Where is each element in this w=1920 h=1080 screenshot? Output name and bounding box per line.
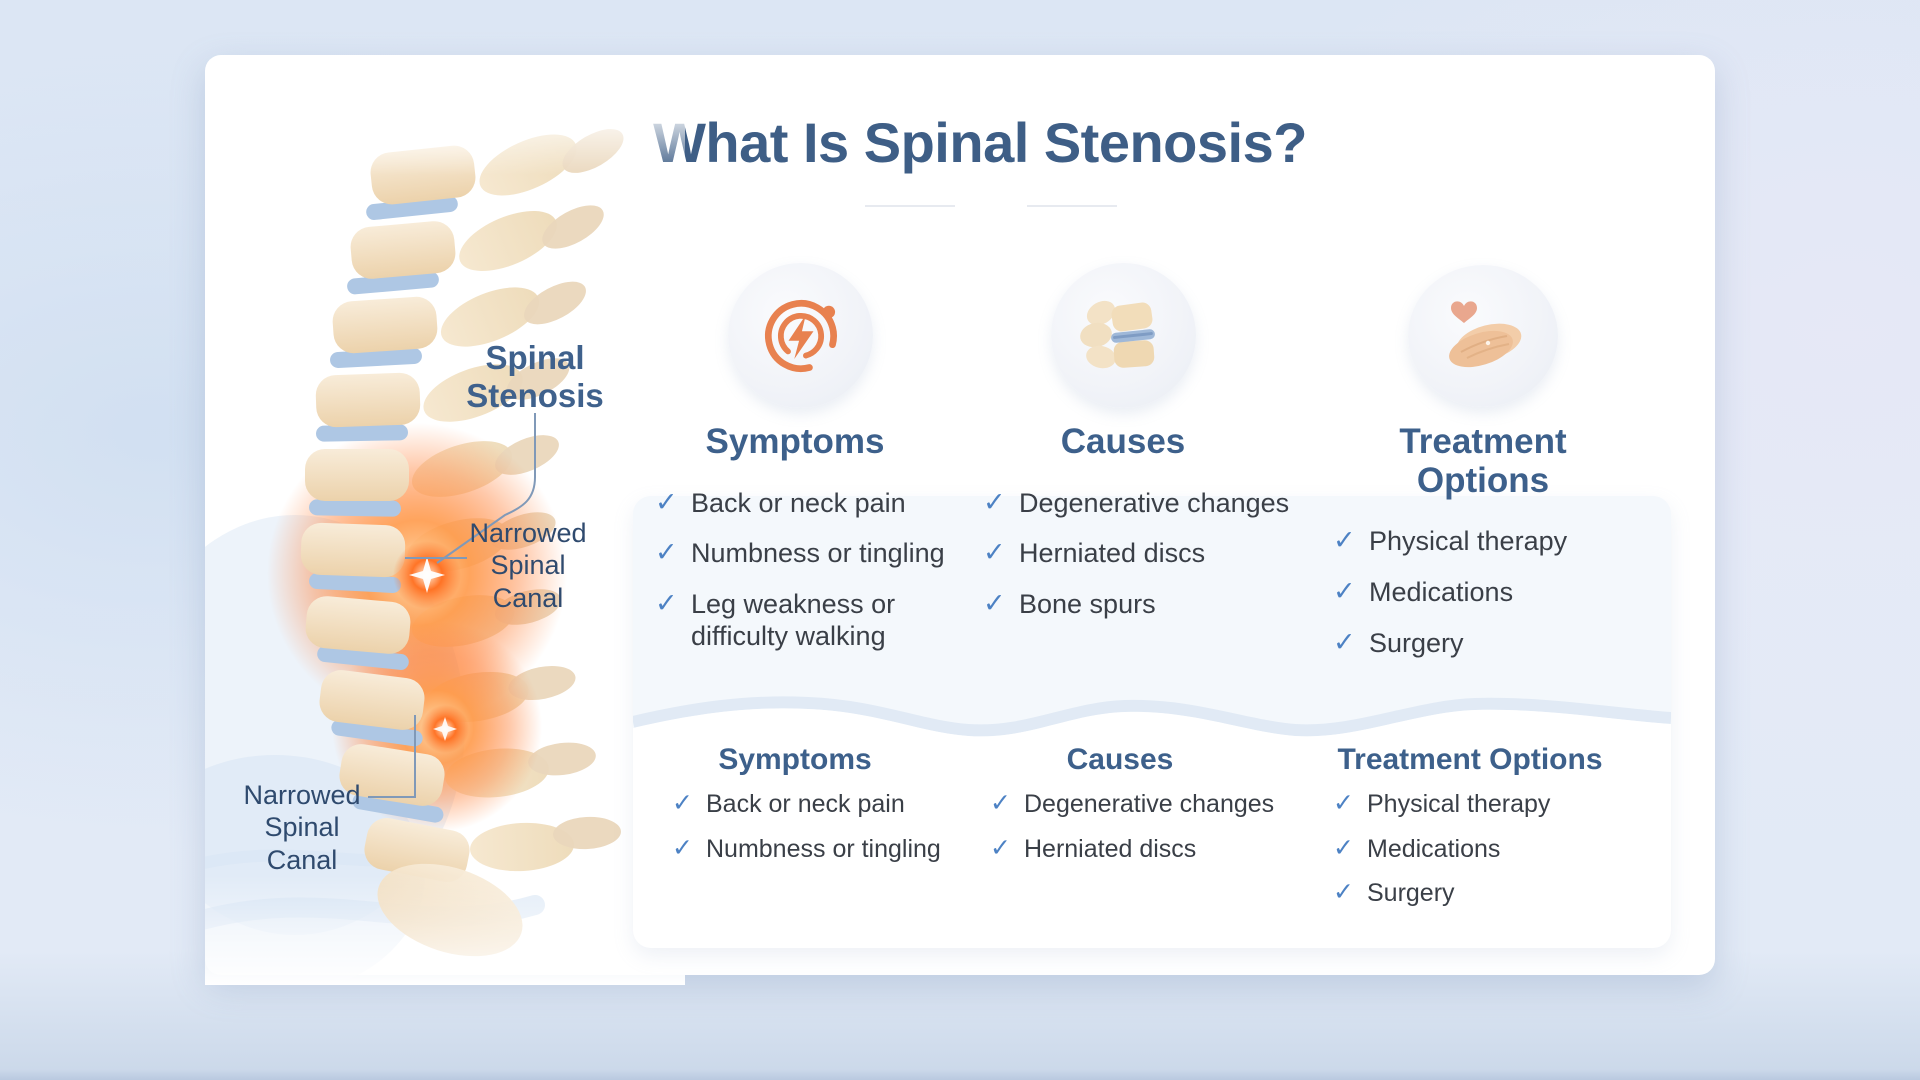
list-item: ✓Leg weakness or difficulty walking bbox=[655, 588, 896, 652]
list-item: ✓Medications bbox=[1333, 833, 1501, 863]
list-item: ✓Physical therapy bbox=[1333, 525, 1568, 556]
column-treatment-options: Treatment Options ✓Physical therapy ✓Med… bbox=[1313, 422, 1653, 679]
check-icon: ✓ bbox=[672, 833, 693, 862]
symptoms-heading: Symptoms bbox=[705, 422, 885, 461]
label-narrowed-spinal-canal-mid: Narrowed Spinal Canal bbox=[469, 518, 587, 613]
check-icon: ✓ bbox=[655, 588, 678, 619]
check-icon: ✓ bbox=[983, 588, 1006, 619]
check-icon: ✓ bbox=[655, 486, 678, 517]
check-icon: ✓ bbox=[1333, 575, 1356, 606]
label-spinal-stenosis: Spinal Stenosis bbox=[466, 339, 604, 414]
list-item: ✓Surgery bbox=[1333, 626, 1464, 658]
list-item: ✓Numbness or tingling bbox=[672, 833, 941, 863]
check-icon: ✓ bbox=[1333, 789, 1354, 817]
list-item: ✓Herniated discs bbox=[983, 537, 1206, 569]
list-item: ✓Degenerative changes bbox=[983, 486, 1290, 518]
list-item: ✓Bone spurs bbox=[983, 588, 1156, 620]
check-icon: ✓ bbox=[1333, 626, 1356, 657]
column-symptoms: Symptoms ✓Back or neck pain ✓Numbness or… bbox=[630, 422, 960, 672]
list-item: ✓Herniated discs bbox=[990, 833, 1197, 863]
list-item: ✓Back or neck pain bbox=[655, 486, 906, 518]
list-item: ✓Numbness or tingling bbox=[655, 537, 945, 569]
list-item: ✓Degenerative changes bbox=[990, 789, 1275, 818]
label-narrowed-spinal-canal-bottom: Narrowed Spinal Canal bbox=[243, 780, 361, 875]
list-item: ✓Physical therapy bbox=[1333, 789, 1551, 818]
check-icon: ✓ bbox=[983, 537, 1006, 568]
divider-line bbox=[1027, 205, 1117, 207]
check-icon: ✓ bbox=[990, 833, 1011, 862]
pain-flash-icon bbox=[728, 263, 873, 408]
column-treatment-options-summary: Treatment Options ✓Physical therapy ✓Med… bbox=[1290, 743, 1650, 924]
treatment-options-heading: Treatment Options bbox=[1337, 743, 1603, 776]
symptoms-heading: Symptoms bbox=[718, 743, 872, 776]
check-icon: ✓ bbox=[983, 486, 1006, 517]
causes-heading: Causes bbox=[1060, 422, 1186, 461]
column-symptoms-summary: Symptoms ✓Back or neck pain ✓Numbness or… bbox=[645, 743, 945, 879]
check-icon: ✓ bbox=[655, 537, 678, 568]
divider-line bbox=[865, 205, 955, 207]
column-causes: Causes ✓Degenerative changes ✓Herniated … bbox=[953, 422, 1293, 640]
column-causes-summary: Causes ✓Degenerative changes ✓Herniated … bbox=[960, 743, 1280, 879]
content-panel bbox=[633, 496, 1671, 948]
causes-heading: Causes bbox=[1066, 743, 1174, 776]
check-icon: ✓ bbox=[1333, 525, 1356, 555]
check-icon: ✓ bbox=[1333, 833, 1354, 862]
spine-illustration bbox=[205, 105, 685, 985]
wave-divider bbox=[633, 696, 1671, 948]
check-icon: ✓ bbox=[672, 789, 693, 817]
vertebrae-disc-icon bbox=[1051, 263, 1196, 408]
page-title: What Is Spinal Stenosis? bbox=[653, 111, 1307, 174]
check-icon: ✓ bbox=[1333, 878, 1354, 906]
list-item: ✓Surgery bbox=[1333, 878, 1455, 907]
list-item: ✓Back or neck pain bbox=[672, 789, 905, 818]
list-item: ✓Medications bbox=[1333, 575, 1514, 607]
caring-hands-heart-icon bbox=[1408, 265, 1558, 407]
infographic-card: What Is Spinal Stenosis? bbox=[205, 55, 1715, 985]
treatment-options-heading: Treatment Options bbox=[1399, 422, 1567, 500]
check-icon: ✓ bbox=[990, 789, 1011, 817]
